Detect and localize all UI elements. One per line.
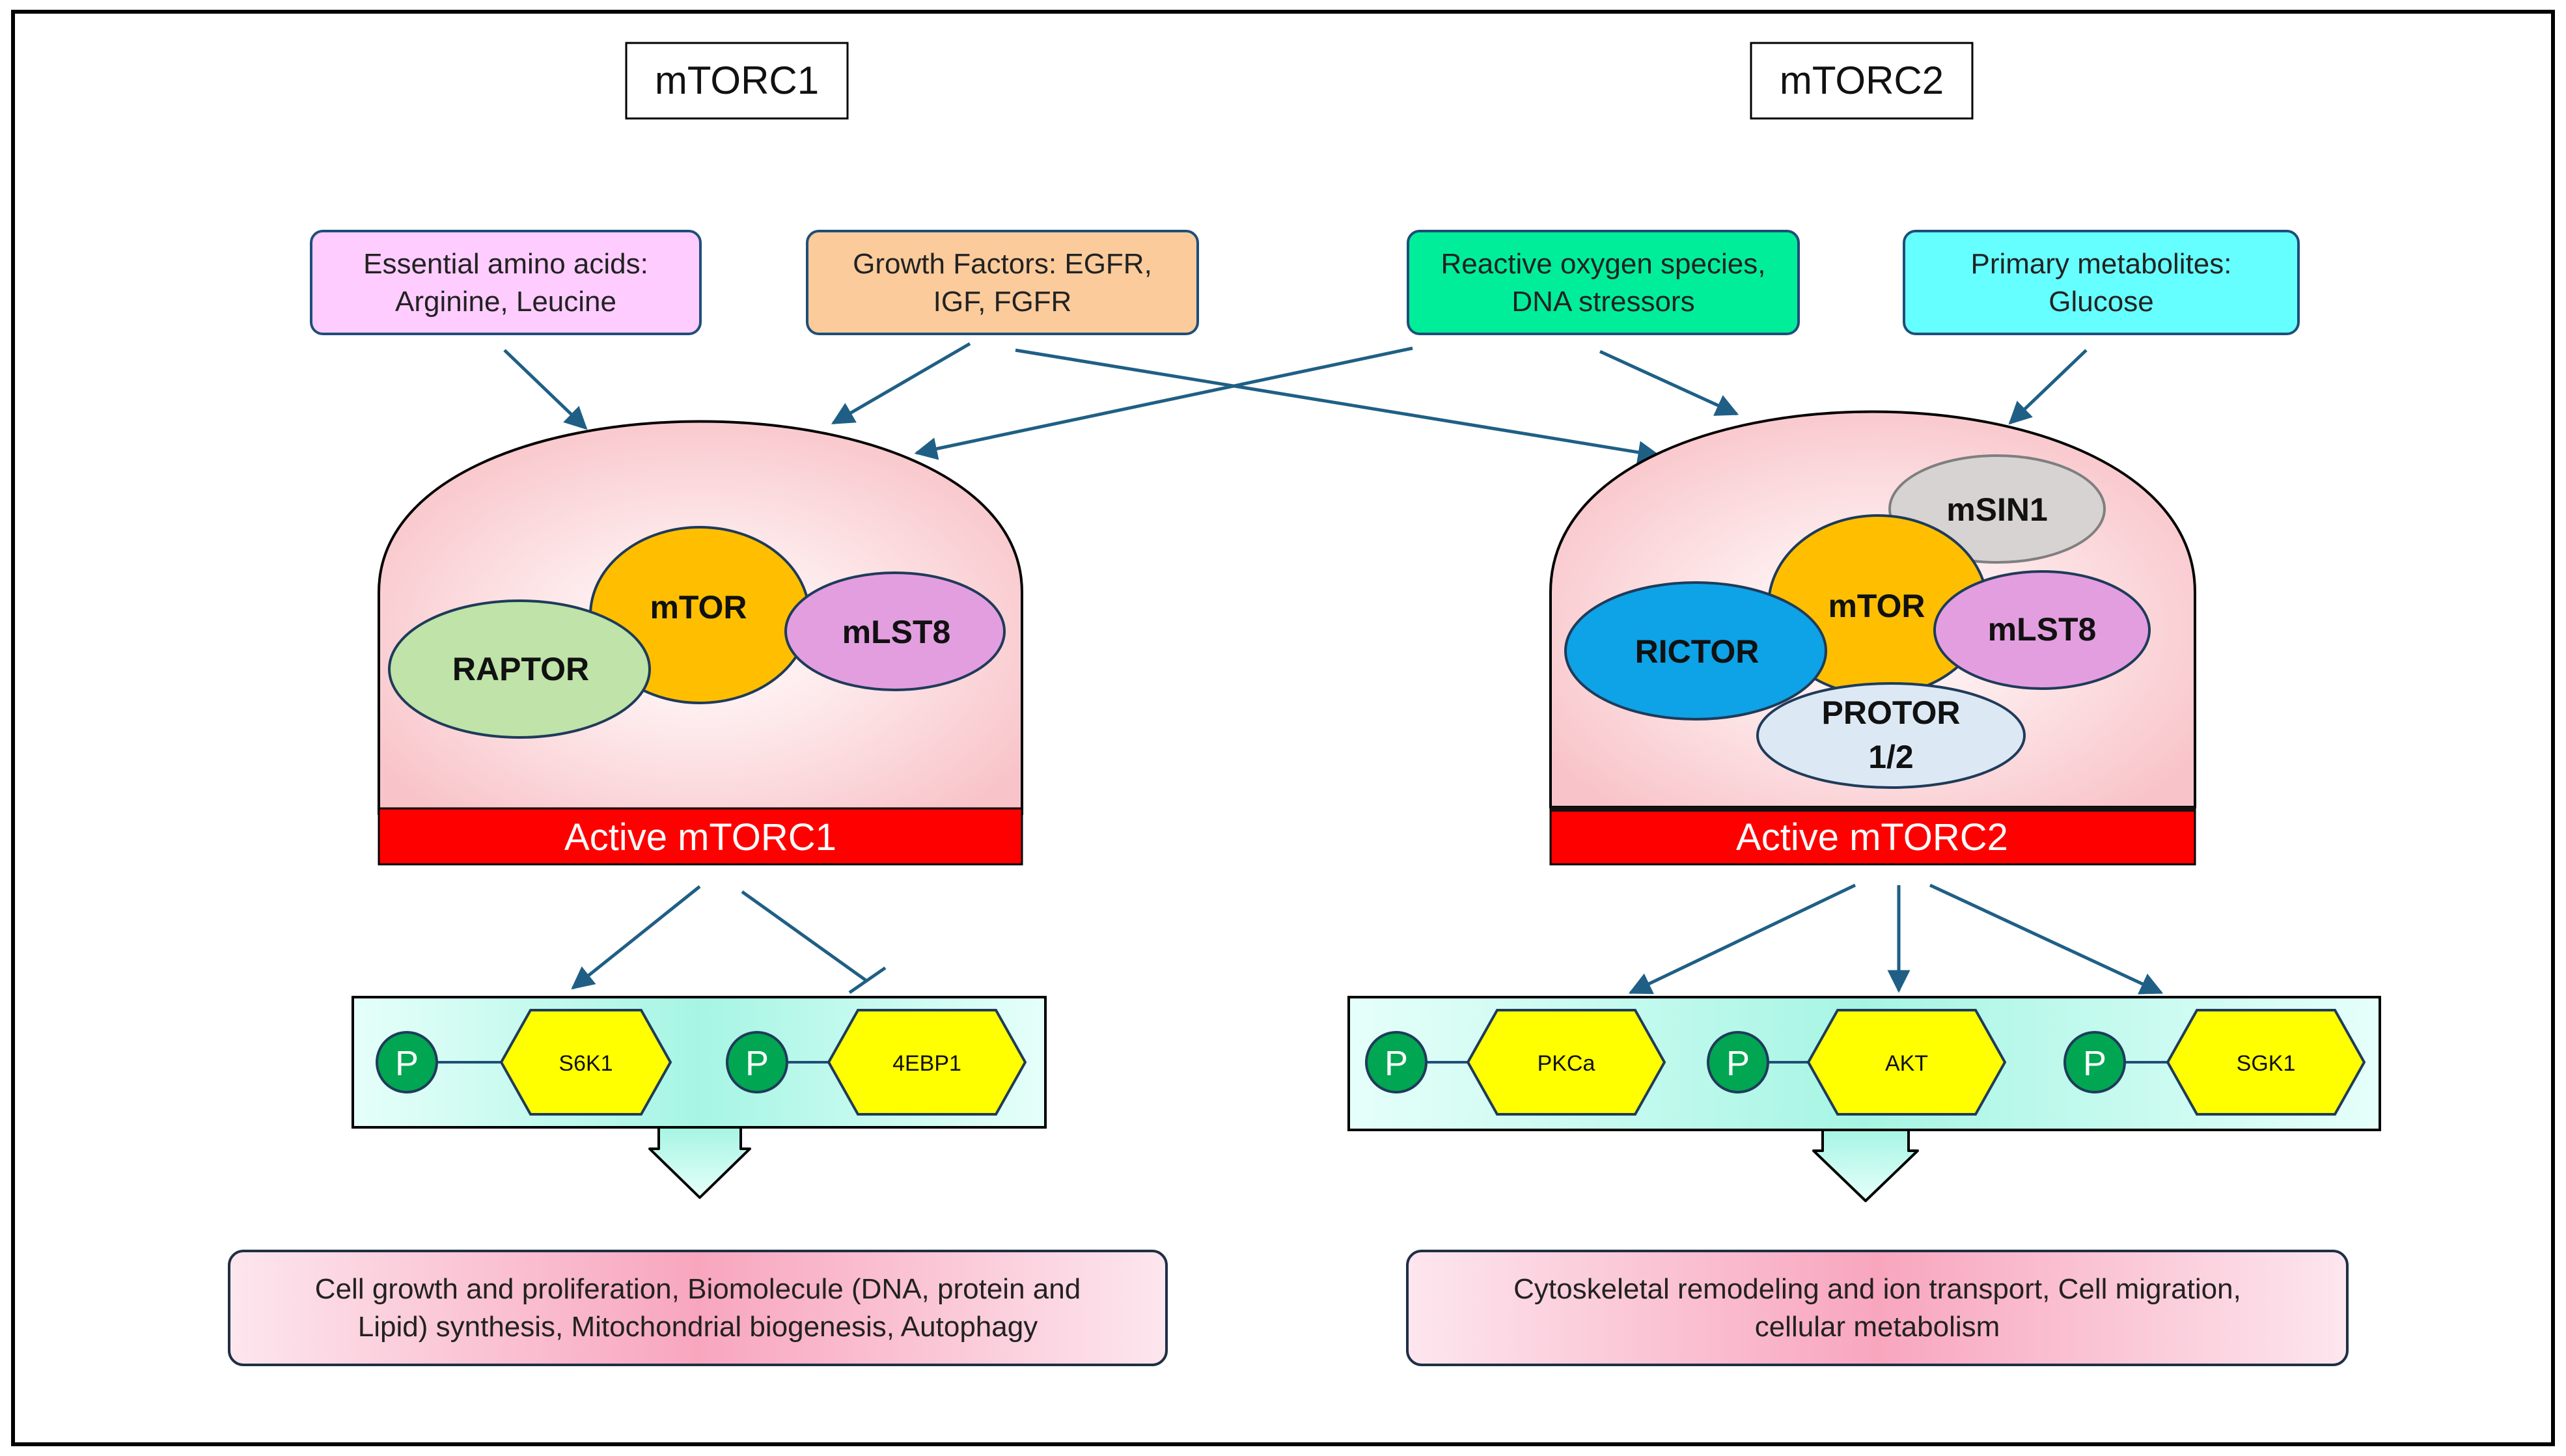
arrow-mtorc2-to-sgk1 xyxy=(1929,883,2164,995)
mtorc2-rictor xyxy=(1564,581,1827,721)
down-arrow-2 xyxy=(1812,1129,1919,1202)
title-mtorc1: mTORC1 xyxy=(655,59,819,102)
input-amino-line2: Arginine, Leucine xyxy=(395,286,616,318)
down-arrow-1 xyxy=(648,1126,751,1199)
substrates-mtorc1: P S6K1 P 4EBP1 xyxy=(352,996,1047,1199)
title-mtorc1-box: mTORC1 xyxy=(625,42,849,120)
mtorc2-protor xyxy=(1756,682,2026,789)
output-mtorc1-box xyxy=(228,1250,1168,1366)
input-metabolites-box xyxy=(1903,230,2300,335)
mtorc1-mtor-label: mTOR xyxy=(650,589,747,625)
output-mtorc1: Cell growth and proliferation, Biomolecu… xyxy=(228,1250,1168,1366)
arrow-growth-to-mtorc1 xyxy=(831,342,971,425)
substrate-pkca-label: PKCa xyxy=(1538,1051,1595,1076)
phospho-akt-label: P xyxy=(1726,1044,1750,1083)
mtorc2-active-label: Active mTORC2 xyxy=(1736,816,2008,858)
arrow-mtorc1-to-s6k1 xyxy=(571,885,701,990)
input-ros: Reactive oxygen species, DNA stressors xyxy=(1407,230,1800,335)
output-mtorc1-line2: Lipid) synthesis, Mitochondrial biogenes… xyxy=(358,1311,1038,1343)
substrate-akt-label: AKT xyxy=(1885,1051,1928,1076)
arrow-amino-to-mtorc1 xyxy=(503,349,588,430)
output-mtorc2-line2: cellular metabolism xyxy=(1755,1311,2000,1343)
phospho-pkca-label: P xyxy=(1385,1044,1408,1083)
substrates-mtorc2: P PKCa P AKT P SGK1 xyxy=(1347,996,2381,1202)
phospho-akt xyxy=(1707,1031,1769,1093)
output-mtorc2: Cytoskeletal remodeling and ion transpor… xyxy=(1406,1250,2349,1366)
mtorc1-active-bar xyxy=(378,807,1023,866)
phospho-pkca xyxy=(1365,1031,1428,1093)
input-arrows xyxy=(503,342,2088,464)
output-mtorc2-line1: Cytoskeletal remodeling and ion transpor… xyxy=(1513,1273,2241,1305)
phospho-s6k1-label: P xyxy=(395,1044,419,1083)
input-growth-factors-box xyxy=(806,230,1199,335)
substrate-4ebp1 xyxy=(827,1009,1027,1116)
arrow-ros-to-mtorc1 xyxy=(914,346,1413,460)
substrate-s6k1 xyxy=(499,1009,672,1116)
substrate-s6k1-label: S6K1 xyxy=(559,1051,613,1076)
arrow-growth-to-mtorc2 xyxy=(1015,348,1661,464)
substrate-pkca xyxy=(1466,1009,1666,1116)
mtorc2-mlst8-label: mLST8 xyxy=(1988,611,2097,648)
input-amino-acids-box xyxy=(310,230,702,335)
substrate-sgk1 xyxy=(2166,1009,2366,1116)
input-growth-line1: Growth Factors: EGFR, xyxy=(853,248,1152,280)
phospho-s6k1 xyxy=(376,1031,438,1093)
mtorc2-complex: Active mTORC2 mSIN1 mTOR RICTOR mLST8 PR… xyxy=(1549,410,2196,866)
title-mtorc2: mTORC2 xyxy=(1780,59,1944,102)
output-mtorc1-line1: Cell growth and proliferation, Biomolecu… xyxy=(315,1273,1081,1305)
phospho-4ebp1-label: P xyxy=(745,1044,769,1083)
mtorc2-mlst8 xyxy=(1933,570,2151,690)
phospho-4ebp1 xyxy=(726,1031,788,1093)
mtorc2-active-bar xyxy=(1549,806,2196,866)
input-ros-box xyxy=(1407,230,1800,335)
arrow-mtorc2-to-pkca xyxy=(1628,883,1856,995)
phospho-sgk1-label: P xyxy=(2083,1044,2106,1083)
mtorc2-rictor-label: RICTOR xyxy=(1635,633,1759,670)
mtorc2-protor-label2: 1/2 xyxy=(1868,739,1914,775)
output-arrows xyxy=(571,883,2164,995)
output-mtorc2-box xyxy=(1406,1250,2349,1366)
arrow-ros-to-mtorc2 xyxy=(1599,350,1739,416)
mtorc2-protor-label1: PROTOR xyxy=(1822,694,1961,731)
input-ros-line1: Reactive oxygen species, xyxy=(1441,248,1766,280)
inhibit-bar-4ebp1 xyxy=(848,966,887,995)
mtorc1-raptor-label: RAPTOR xyxy=(452,651,589,687)
mtorc1-active-label: Active mTORC1 xyxy=(564,816,836,858)
input-ros-line2: DNA stressors xyxy=(1511,286,1694,318)
input-metab-line1: Primary metabolites: xyxy=(1970,248,2231,280)
mtorc1-complex: Active mTORC1 mTOR RAPTOR mLST8 xyxy=(378,420,1023,866)
substrate-4ebp1-label: 4EBP1 xyxy=(892,1051,961,1076)
phospho-sgk1 xyxy=(2063,1031,2126,1093)
input-amino-acids: Essential amino acids: Arginine, Leucine xyxy=(310,230,702,335)
substrate-sgk1-label: SGK1 xyxy=(2237,1051,2296,1076)
input-growth-factors: Growth Factors: EGFR, IGF, FGFR xyxy=(806,230,1199,335)
mtorc2-msin1-label: mSIN1 xyxy=(1946,491,2048,528)
mtorc2-mtor-label: mTOR xyxy=(1828,588,1925,624)
input-metabolites: Primary metabolites: Glucose xyxy=(1903,230,2300,335)
input-growth-line2: IGF, FGFR xyxy=(933,286,1072,318)
substrate-akt xyxy=(1806,1009,2007,1116)
mtorc1-mlst8-label: mLST8 xyxy=(842,614,951,650)
mtorc1-mlst8 xyxy=(784,571,1006,691)
input-amino-line1: Essential amino acids: xyxy=(363,248,648,280)
arrow-metab-to-mtorc2 xyxy=(2008,349,2088,425)
input-metab-line2: Glucose xyxy=(2049,286,2153,318)
title-mtorc2-box: mTORC2 xyxy=(1750,42,1974,120)
mtorc1-raptor xyxy=(388,599,651,739)
inhibit-mtorc1-to-4ebp1 xyxy=(741,890,867,982)
